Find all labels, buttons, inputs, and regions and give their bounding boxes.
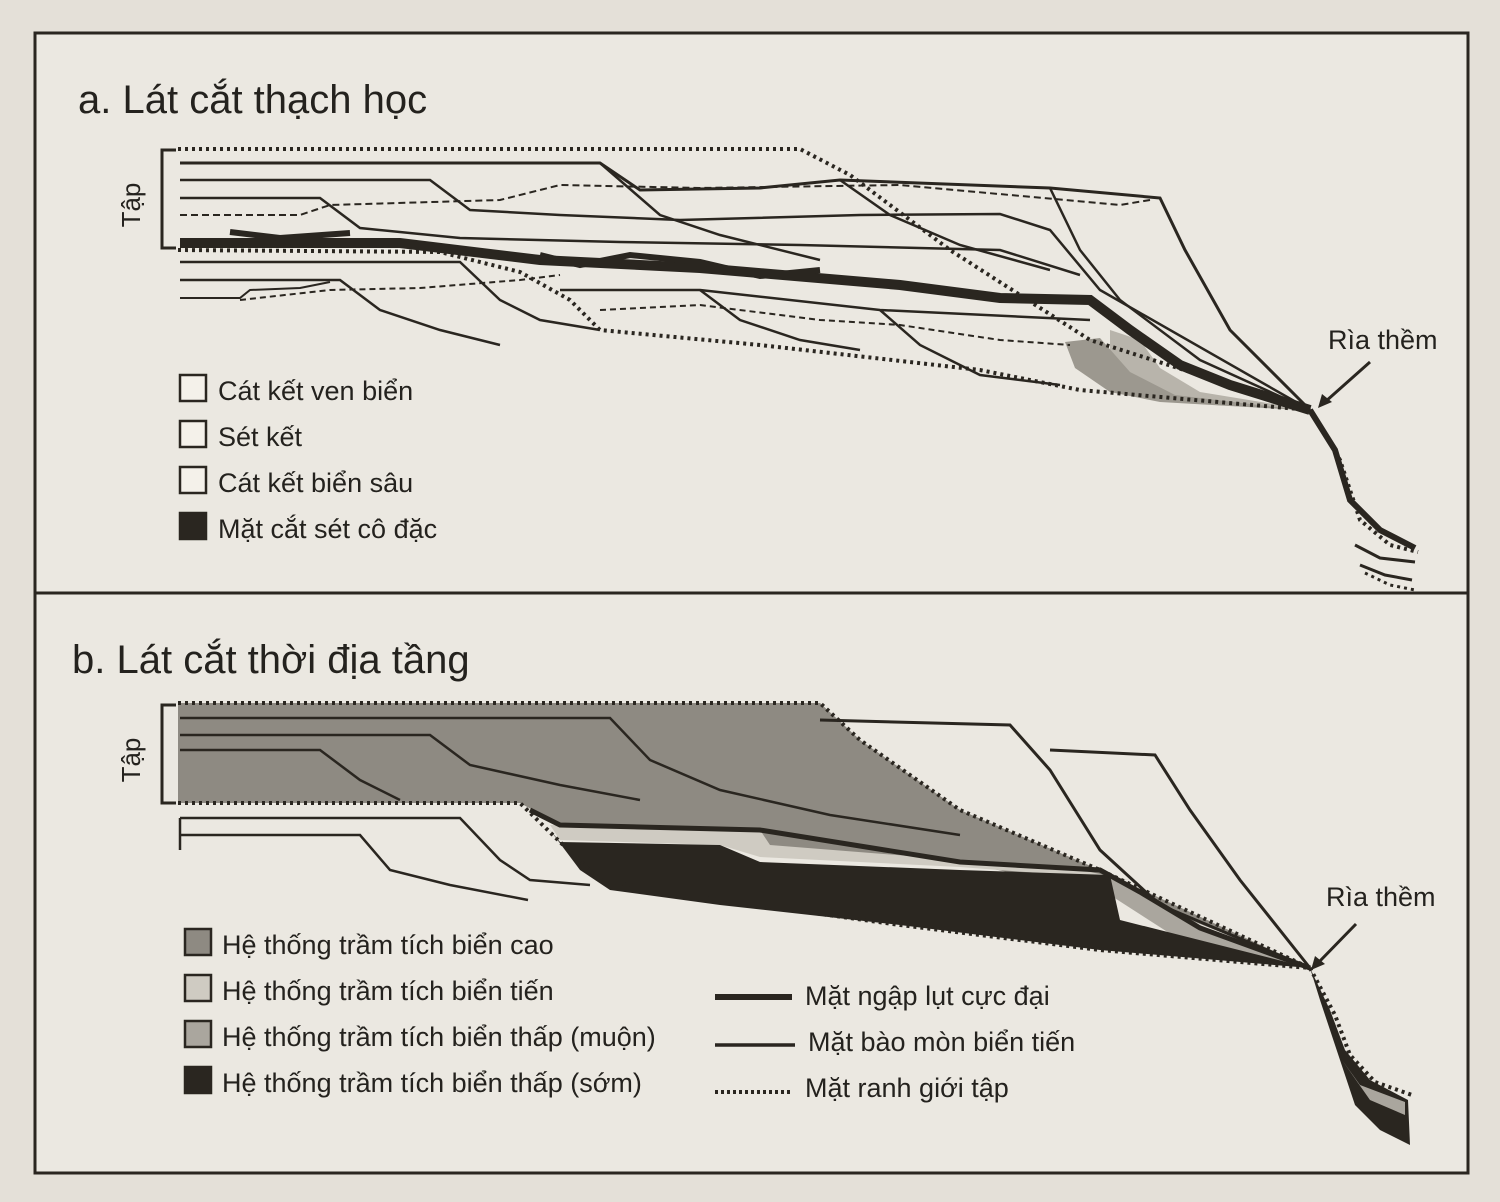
panel-a-sequence-boundary-lower: [177, 248, 1311, 412]
panel-a-shelf-edge-arrow: [1324, 360, 1371, 404]
panel-b-shelf-edge-label: Rìa thềm: [1326, 882, 1436, 912]
panel-a-lower-layer-3: [180, 281, 331, 299]
panel-a: a. Lát cắt thạch học Tập: [78, 77, 1438, 592]
panel-a-shelf-edge-arrowhead: [1318, 394, 1332, 408]
panel-a-clinoform-2: [839, 178, 1051, 272]
legend-swatch-shale: [178, 419, 208, 449]
panel-b-upper-profile-2: [1049, 748, 1312, 969]
panel-b-highstand-line-2: [180, 733, 641, 802]
panel-a-title: a. Lát cắt thạch học: [78, 77, 427, 122]
panel-a-legend: Cát kết ven biển Sét kết Cát kết biển sâ…: [178, 373, 437, 544]
panel-a-sequence-boundary-upper: [178, 147, 1311, 412]
panel-b-slope-grey: [1342, 1060, 1405, 1115]
panel-b-title: b. Lát cắt thời địa tầng: [72, 637, 470, 682]
panel-b-transgressive-tract: [550, 825, 1130, 880]
panel-a-lowstand-clinoform-2: [879, 309, 1061, 387]
legend-swatch-late-lowstand: [183, 1019, 213, 1049]
panel-a-lowstand-dashed: [599, 303, 1071, 346]
legend-swatch-coastal-sandstone: [178, 373, 208, 403]
panel-b-upper-profile-1: [819, 718, 1311, 970]
panel-a-slope-dotted: [1308, 408, 1419, 554]
panel-b-shelf-edge-arrowhead: [1311, 956, 1325, 970]
panel-b-early-lowstand-tract: [550, 830, 1310, 968]
legend-label-transgressive: Hệ thống trầm tích biển tiến: [222, 976, 554, 1006]
panel-b: b. Lát cắt thời địa tầng Tập Rìa: [72, 637, 1436, 1145]
legend-label-coastal-sandstone: Cát kết ven biển: [218, 376, 413, 406]
panel-a-basin-line-1: [1354, 543, 1416, 564]
legend-swatch-deep-sea-sandstone: [178, 465, 208, 495]
panel-a-shaded-wedge-mid: [1065, 338, 1300, 410]
legend-label-max-flooding: Mặt ngập lụt cực đại: [805, 981, 1050, 1011]
panel-a-lower-layer-2: [180, 278, 501, 347]
panel-a-slope-solid: [1307, 408, 1417, 551]
panel-b-lower-line-2: [180, 833, 529, 902]
legend-swatch-early-lowstand: [183, 1065, 213, 1095]
panel-b-sequence-boundary-lower: [178, 801, 1311, 970]
panel-b-sequence-boundary-upper: [178, 701, 1311, 970]
panel-b-highstand-line-1: [180, 716, 961, 837]
panel-a-basin-line-2: [1359, 563, 1413, 582]
legend-label-deep-sea-sandstone: Cát kết biển sâu: [218, 468, 413, 498]
legend-swatch-condensed-section: [178, 511, 208, 541]
panel-b-slope-dotted: [1308, 967, 1413, 1097]
legend-swatch-transgressive: [183, 973, 213, 1003]
panel-b-shelf-edge-arrow: [1316, 922, 1358, 965]
panel-a-layer-2: [180, 178, 1311, 412]
panel-a-clinoform-3: [1048, 187, 1311, 412]
legend-label-highstand: Hệ thống trầm tích biển cao: [222, 930, 554, 960]
panel-b-lower-line-1: [180, 816, 591, 887]
panel-a-shelf-edge-label: Rìa thềm: [1328, 325, 1438, 355]
panel-a-layer-3: [180, 196, 1081, 277]
panel-a-clinoform-1: [599, 162, 821, 262]
panel-b-sequence-bracket: [160, 703, 176, 805]
panel-b-legend-systems: Hệ thống trầm tích biển cao Hệ thống trầ…: [183, 927, 656, 1098]
panel-a-basin-dotted: [1364, 571, 1416, 592]
panel-b-max-flooding-surface: [528, 807, 1311, 971]
panel-a-dashed-facies-1: [180, 183, 1151, 216]
panel-a-condensed-tongue-1: [229, 229, 351, 242]
panel-a-layer-1: [180, 161, 1312, 412]
legend-swatch-highstand: [183, 927, 213, 957]
panel-a-lower-layer-1: [180, 260, 601, 332]
panel-a-sequence-bracket: [160, 148, 176, 250]
legend-label-condensed-section: Mặt cắt sét cô đặc: [218, 513, 437, 544]
legend-label-transgressive-erosion: Mặt bào mòn biển tiến: [808, 1027, 1075, 1057]
panel-a-lowstand-top: [560, 288, 1091, 322]
legend-label-late-lowstand: Hệ thống trầm tích biển thấp (muộn): [222, 1022, 656, 1052]
panel-b-highstand-line-3: [180, 748, 401, 802]
panel-b-side-label: Tập: [116, 738, 146, 783]
panel-a-side-label: Tập: [116, 183, 146, 228]
figure-frame: [33, 31, 1470, 1175]
panel-a-lower-dashed: [239, 274, 561, 301]
panel-a-condensed-tongue-2: [539, 251, 821, 280]
panel-b-legend-surfaces: Mặt ngập lụt cực đại Mặt bào mòn biển ti…: [715, 981, 1075, 1103]
panel-a-lowstand-clinoform-1: [699, 289, 861, 352]
panel-a-condensed-section: [180, 238, 1312, 415]
legend-label-early-lowstand: Hệ thống trầm tích biển thấp (sớm): [222, 1068, 642, 1098]
legend-label-sequence-boundary: Mặt ranh giới tập: [805, 1073, 1009, 1103]
legend-label-shale: Sét kết: [218, 422, 303, 452]
